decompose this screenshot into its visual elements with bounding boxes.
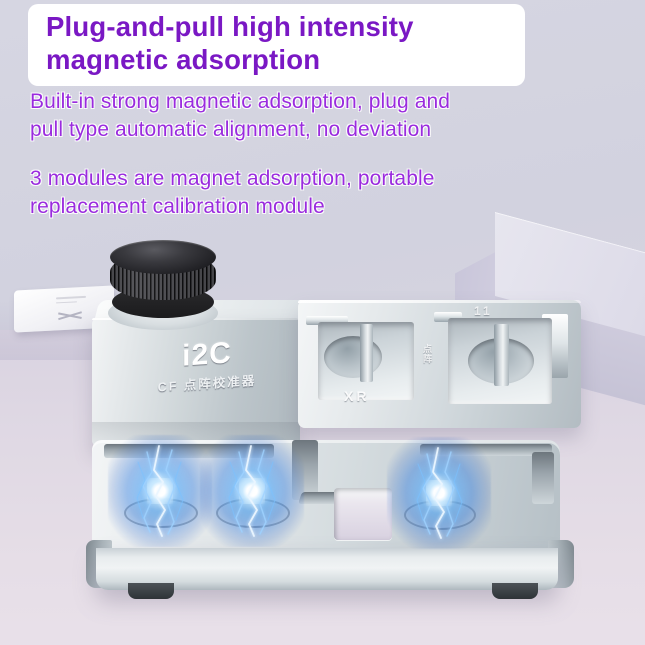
- base-slot: [104, 444, 274, 458]
- knob-top-face: [110, 240, 216, 274]
- module-label-11: 11: [474, 304, 493, 318]
- description-paragraph-2: 3 modules are magnet adsorption, portabl…: [30, 167, 435, 218]
- base-slot: [532, 452, 554, 504]
- module-label-xr: XR: [344, 388, 370, 404]
- magnet-seat-ring: [124, 498, 198, 528]
- module-recess-hole: [324, 336, 382, 378]
- module-tray: XR 11 点阵: [298, 300, 581, 428]
- base-foot: [128, 583, 174, 599]
- base-cutout-window: [334, 488, 392, 540]
- page-title: Plug-and-pull high intensity magnetic ad…: [46, 11, 414, 75]
- module-post: [360, 324, 373, 382]
- tray-rim-highlight: [298, 300, 581, 303]
- base-foot: [492, 583, 538, 599]
- magnet-seat-ring: [216, 498, 290, 528]
- brand-logo-group: i2C CF 点阵校准器: [132, 335, 282, 397]
- module-post: [494, 324, 509, 386]
- magnet-seat-ring: [404, 500, 476, 530]
- tray-ridge: [434, 312, 462, 322]
- headline-box: Plug-and-pull high intensity magnetic ad…: [28, 4, 525, 86]
- tag-cross-mark: [58, 309, 82, 322]
- module-label-vertical-cn: 点阵: [422, 344, 432, 364]
- base-slot: [292, 440, 318, 500]
- tray-ridge: [306, 316, 348, 325]
- device-body-left: i2C CF 点阵校准器: [92, 318, 300, 448]
- description-paragraph-1: Built-in strong magnetic adsorption, plu…: [30, 90, 451, 141]
